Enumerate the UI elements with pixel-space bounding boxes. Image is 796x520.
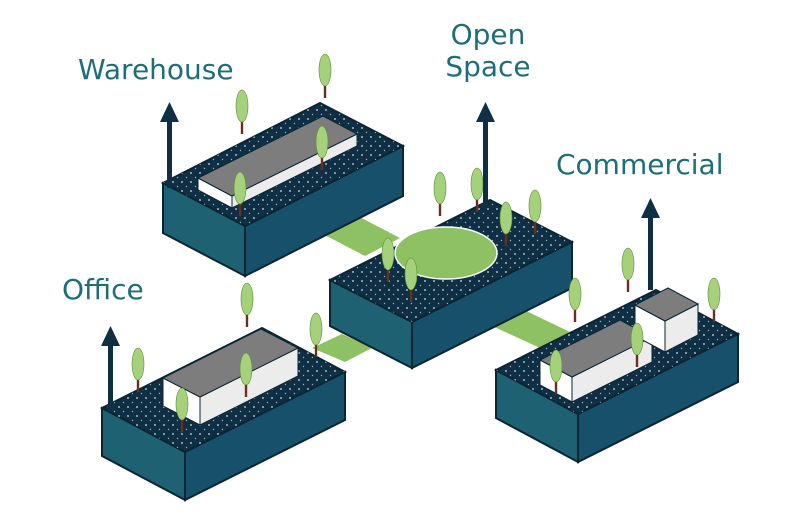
up-arrow-icon bbox=[101, 326, 120, 412]
tree-icon bbox=[433, 171, 447, 216]
up-arrow-icon bbox=[476, 102, 495, 208]
label-commercial: Commercial bbox=[556, 148, 724, 181]
tree-icon bbox=[381, 237, 395, 282]
label-open-space-line1: Open bbox=[450, 18, 526, 51]
tree-icon bbox=[549, 349, 563, 394]
building-icon bbox=[633, 287, 700, 353]
tree-icon bbox=[239, 352, 253, 397]
platform-open-space bbox=[327, 198, 575, 370]
arrows bbox=[101, 102, 660, 412]
tree-icon bbox=[318, 53, 332, 98]
tree-icon bbox=[131, 347, 145, 392]
label-warehouse: Warehouse bbox=[78, 53, 234, 86]
tree-icon bbox=[621, 247, 635, 292]
label-open-space-line2: Space bbox=[445, 50, 531, 83]
label-office: Office bbox=[62, 273, 144, 306]
tree-icon bbox=[470, 167, 484, 212]
tree-icon bbox=[233, 171, 247, 216]
tree-icon bbox=[240, 282, 254, 327]
platform-office bbox=[99, 326, 348, 502]
trees bbox=[131, 53, 721, 432]
tree-icon bbox=[404, 257, 418, 302]
tree-icon bbox=[309, 312, 323, 357]
label-open-space: Open Space bbox=[438, 19, 538, 83]
up-arrow-icon bbox=[160, 102, 179, 188]
tree-icon bbox=[499, 201, 513, 246]
tree-icon bbox=[630, 322, 644, 367]
tree-icon bbox=[175, 387, 189, 432]
tree-icon bbox=[528, 189, 542, 234]
tree-icon bbox=[315, 125, 329, 170]
open-space-lawn bbox=[394, 226, 498, 280]
tree-icon bbox=[235, 89, 249, 134]
tree-icon bbox=[568, 277, 582, 322]
up-arrow-icon bbox=[641, 198, 660, 290]
tree-icon bbox=[707, 277, 721, 322]
connector-office-open bbox=[312, 334, 372, 362]
building-icon bbox=[161, 328, 300, 426]
